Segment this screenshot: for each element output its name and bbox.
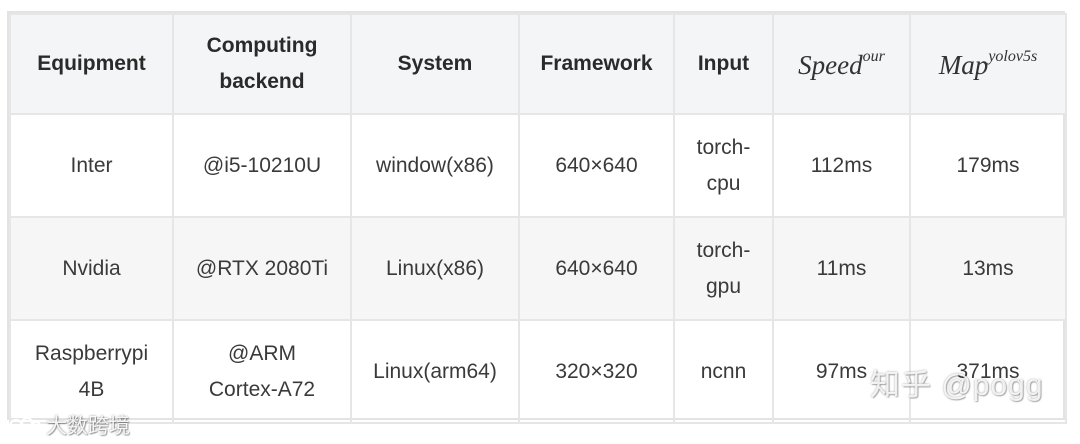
cell-input-line: cpu [706,171,741,195]
header-speed-sup: our [862,48,885,65]
cell-speed: 112ms [772,113,911,218]
header-input: Input [673,13,774,115]
cell-backend-line: @i5-10210U [202,153,322,177]
cell-speed: 97ms [772,319,911,424]
header-computing-backend-line2: backend [219,70,305,93]
table-row: Nvidia @RTX 2080Ti Linux(x86) 640×640 to… [9,216,1067,321]
cell-framework: 320×320 [518,319,675,424]
cell-equipment: Inter [9,113,174,218]
cell-input: torch- cpu [673,113,774,218]
cell-equipment-line: 4B [78,377,105,401]
cell-backend: @RTX 2080Ti [172,216,352,321]
cell-equipment: Nvidia [9,216,174,321]
zhihu-watermark: 知乎 @pogg [870,369,1044,402]
cell-map: 371ms [909,319,1067,424]
source-watermark-text: 大数跨境 [46,415,130,438]
cell-map: 179ms [909,113,1067,218]
cell-backend: @ARM Cortex-A72 [172,319,352,424]
header-framework: Framework [518,13,675,115]
cell-backend-line: Cortex-A72 [208,377,316,401]
cell-framework: 640×640 [518,113,675,218]
cell-system: window(x86) [350,113,520,218]
watermark-logo-icon [8,416,42,434]
header-map-sup: yolov5s [988,48,1038,65]
source-watermark: 大数跨境 [8,410,130,440]
header-map-base: Map [938,50,989,80]
cell-input-line: torch- [696,135,751,159]
header-system: System [350,13,520,115]
cell-backend: @i5-10210U [172,113,352,218]
header-computing-backend-line1: Computing [206,34,318,57]
cell-equipment: Raspberrypi 4B [9,319,174,424]
cell-equipment-line: Raspberrypi [34,341,149,365]
cell-input: ncnn [673,319,774,424]
benchmark-table: Equipment Computing backend System Frame… [9,13,1067,424]
header-speed: Speedour [772,13,911,115]
table-row: Inter @i5-10210U window(x86) 640×640 tor… [9,113,1067,218]
cell-input-line: torch- [696,238,751,262]
header-computing-backend: Computing backend [172,13,352,115]
cell-input-line: ncnn [700,359,747,383]
cell-system: Linux(arm64) [350,319,520,424]
header-speed-base: Speed [798,50,863,80]
table-row: Raspberrypi 4B @ARM Cortex-A72 Linux(arm… [9,319,1067,424]
cell-input-line: gpu [705,274,742,298]
header-map: Mapyolov5s [909,13,1067,115]
cell-speed: 11ms [772,216,911,321]
cell-backend-line: @ARM [228,341,296,365]
header-equipment: Equipment [9,13,174,115]
cell-input: torch- gpu [673,216,774,321]
cell-map: 13ms [909,216,1067,321]
table-header-row: Equipment Computing backend System Frame… [9,13,1067,115]
cell-framework: 640×640 [518,216,675,321]
cell-equipment-line: Nvidia [62,256,121,280]
cell-backend-line: @RTX 2080Ti [195,256,329,280]
cell-equipment-line: Inter [70,153,113,177]
benchmark-table-container: Equipment Computing backend System Frame… [7,11,1067,424]
cell-system: Linux(x86) [350,216,520,321]
